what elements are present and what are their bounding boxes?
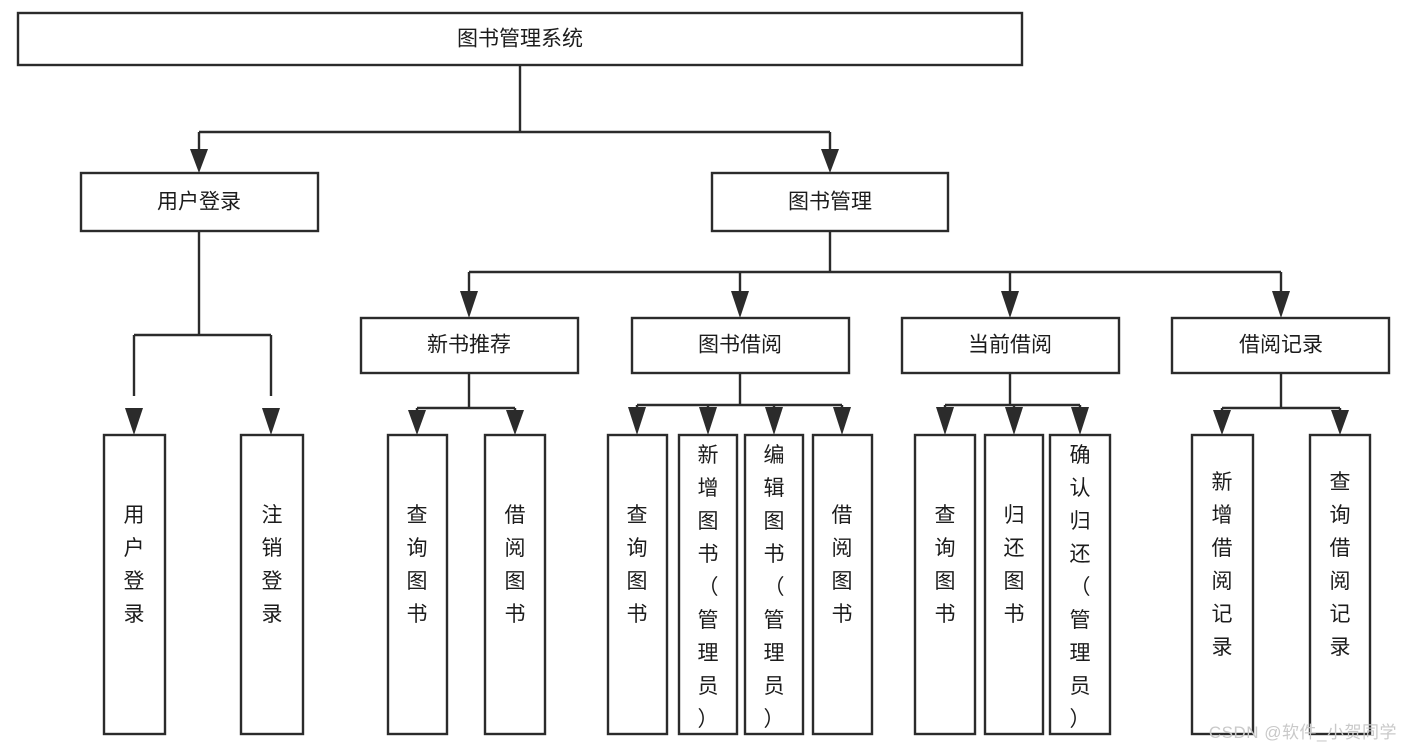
leaf-add-record[interactable]: 新增借阅记录 [1190,433,1255,736]
leaf-query-book-3-box[interactable] [913,433,977,736]
leaf-borrow-book-2[interactable]: 借阅图书 [811,433,874,736]
leaf-query-book-2[interactable]: 查询图书 [606,433,669,736]
leaf-borrow-book-2-label: 借阅图书 [832,504,853,626]
leaf-user-login-label: 用户登录 [124,504,145,626]
node-user-login-box[interactable] [79,171,320,233]
node-current-borrow-label: 当前借阅 [968,334,1052,357]
arrow-head-leaf-user-login [125,408,143,435]
node-book-management[interactable]: 图书管理 [710,171,950,233]
leaf-query-book-1-box[interactable] [386,433,449,736]
node-current-borrow-box[interactable] [900,316,1121,375]
leaf-return-book[interactable]: 归还图书 [983,433,1045,736]
leaf-logout-box[interactable] [239,433,305,736]
leaf-borrow-book-1[interactable]: 借阅图书 [483,433,547,736]
node-root-label: 图书管理系统 [457,28,583,51]
node-root[interactable]: 图书管理系统 [16,11,1024,67]
leaf-add-record-label: 新增借阅记录 [1212,471,1233,659]
arrow-head-leaf-add-book [699,407,717,435]
node-new-book-recommend-label: 新书推荐 [427,334,511,357]
leaf-query-book-1-label: 查询图书 [407,504,428,626]
arrow-head-leaf-edit-book [765,407,783,435]
arrow-head-leaf-confirm-return [1071,407,1089,435]
node-book-borrow-label: 图书借阅 [698,334,782,357]
connector-layer [125,65,1349,435]
leaf-query-book-2-label: 查询图书 [627,504,648,626]
leaf-query-book-2-box[interactable] [606,433,669,736]
arrow-head-book-borrow [731,291,749,318]
node-new-book-recommend[interactable]: 新书推荐 [359,316,580,375]
node-user-login[interactable]: 用户登录 [79,171,320,233]
leaf-query-record[interactable]: 查询借阅记录 [1308,433,1372,736]
leaf-return-book-box[interactable] [983,433,1045,736]
node-root-box[interactable] [16,11,1024,67]
leaf-query-record-box[interactable] [1308,433,1372,736]
arrow-head-new-book-recommend [460,291,478,318]
node-borrow-record-box[interactable] [1170,316,1391,375]
node-current-borrow[interactable]: 当前借阅 [900,316,1121,375]
leaf-confirm-return-box[interactable] [1048,433,1112,736]
node-user-login-label: 用户登录 [157,191,241,214]
node-book-borrow[interactable]: 图书借阅 [630,316,851,375]
node-book-management-box[interactable] [710,171,950,233]
arrow-head-leaf-query-book-1 [408,410,426,435]
arrow-head-leaf-logout [262,408,280,435]
node-new-book-recommend-box[interactable] [359,316,580,375]
arrow-head-leaf-query-record [1331,410,1349,435]
leaf-logout[interactable]: 注销登录 [239,433,305,736]
leaf-add-book-box[interactable] [677,433,739,736]
leaf-add-book-label: 新增图书（管理员） [698,444,719,731]
leaf-add-record-box[interactable] [1190,433,1255,736]
arrow-head-borrow-record [1272,291,1290,318]
leaf-query-record-label: 查询借阅记录 [1330,471,1351,659]
leaf-query-book-3-label: 查询图书 [935,504,956,626]
arrow-head-leaf-borrow-book-2 [833,407,851,435]
arrow-head-user-login [190,149,208,173]
node-borrow-record[interactable]: 借阅记录 [1170,316,1391,375]
leaf-borrow-book-1-label: 借阅图书 [505,504,526,626]
leaf-user-login[interactable]: 用户登录 [102,433,167,736]
arrow-head-leaf-add-record [1213,410,1231,435]
leaf-add-book[interactable]: 新增图书（管理员） [677,433,739,736]
arrow-head-current-borrow [1001,291,1019,318]
leaf-borrow-book-1-box[interactable] [483,433,547,736]
leaf-logout-label: 注销登录 [262,504,283,626]
node-borrow-record-label: 借阅记录 [1239,334,1323,357]
leaf-user-login-box[interactable] [102,433,167,736]
arrow-head-leaf-query-book-3 [936,407,954,435]
leaf-edit-book-box[interactable] [743,433,805,736]
leaf-borrow-book-2-box[interactable] [811,433,874,736]
node-book-borrow-box[interactable] [630,316,851,375]
node-book-management-label: 图书管理 [788,191,872,214]
leaf-confirm-return[interactable]: 确认归还（管理员） [1048,433,1112,736]
leaf-query-book-1[interactable]: 查询图书 [386,433,449,736]
leaf-confirm-return-label: 确认归还（管理员） [1070,444,1091,731]
leaf-query-book-3[interactable]: 查询图书 [913,433,977,736]
arrow-head-leaf-borrow-book-1 [506,410,524,435]
leaf-return-book-label: 归还图书 [1004,504,1025,626]
arrow-head-leaf-return-book [1005,407,1023,435]
leaf-edit-book-label: 编辑图书（管理员） [764,444,785,731]
arrow-head-leaf-query-book-2 [628,407,646,435]
leaf-edit-book[interactable]: 编辑图书（管理员） [743,433,805,736]
arrow-head-book-management [821,149,839,173]
